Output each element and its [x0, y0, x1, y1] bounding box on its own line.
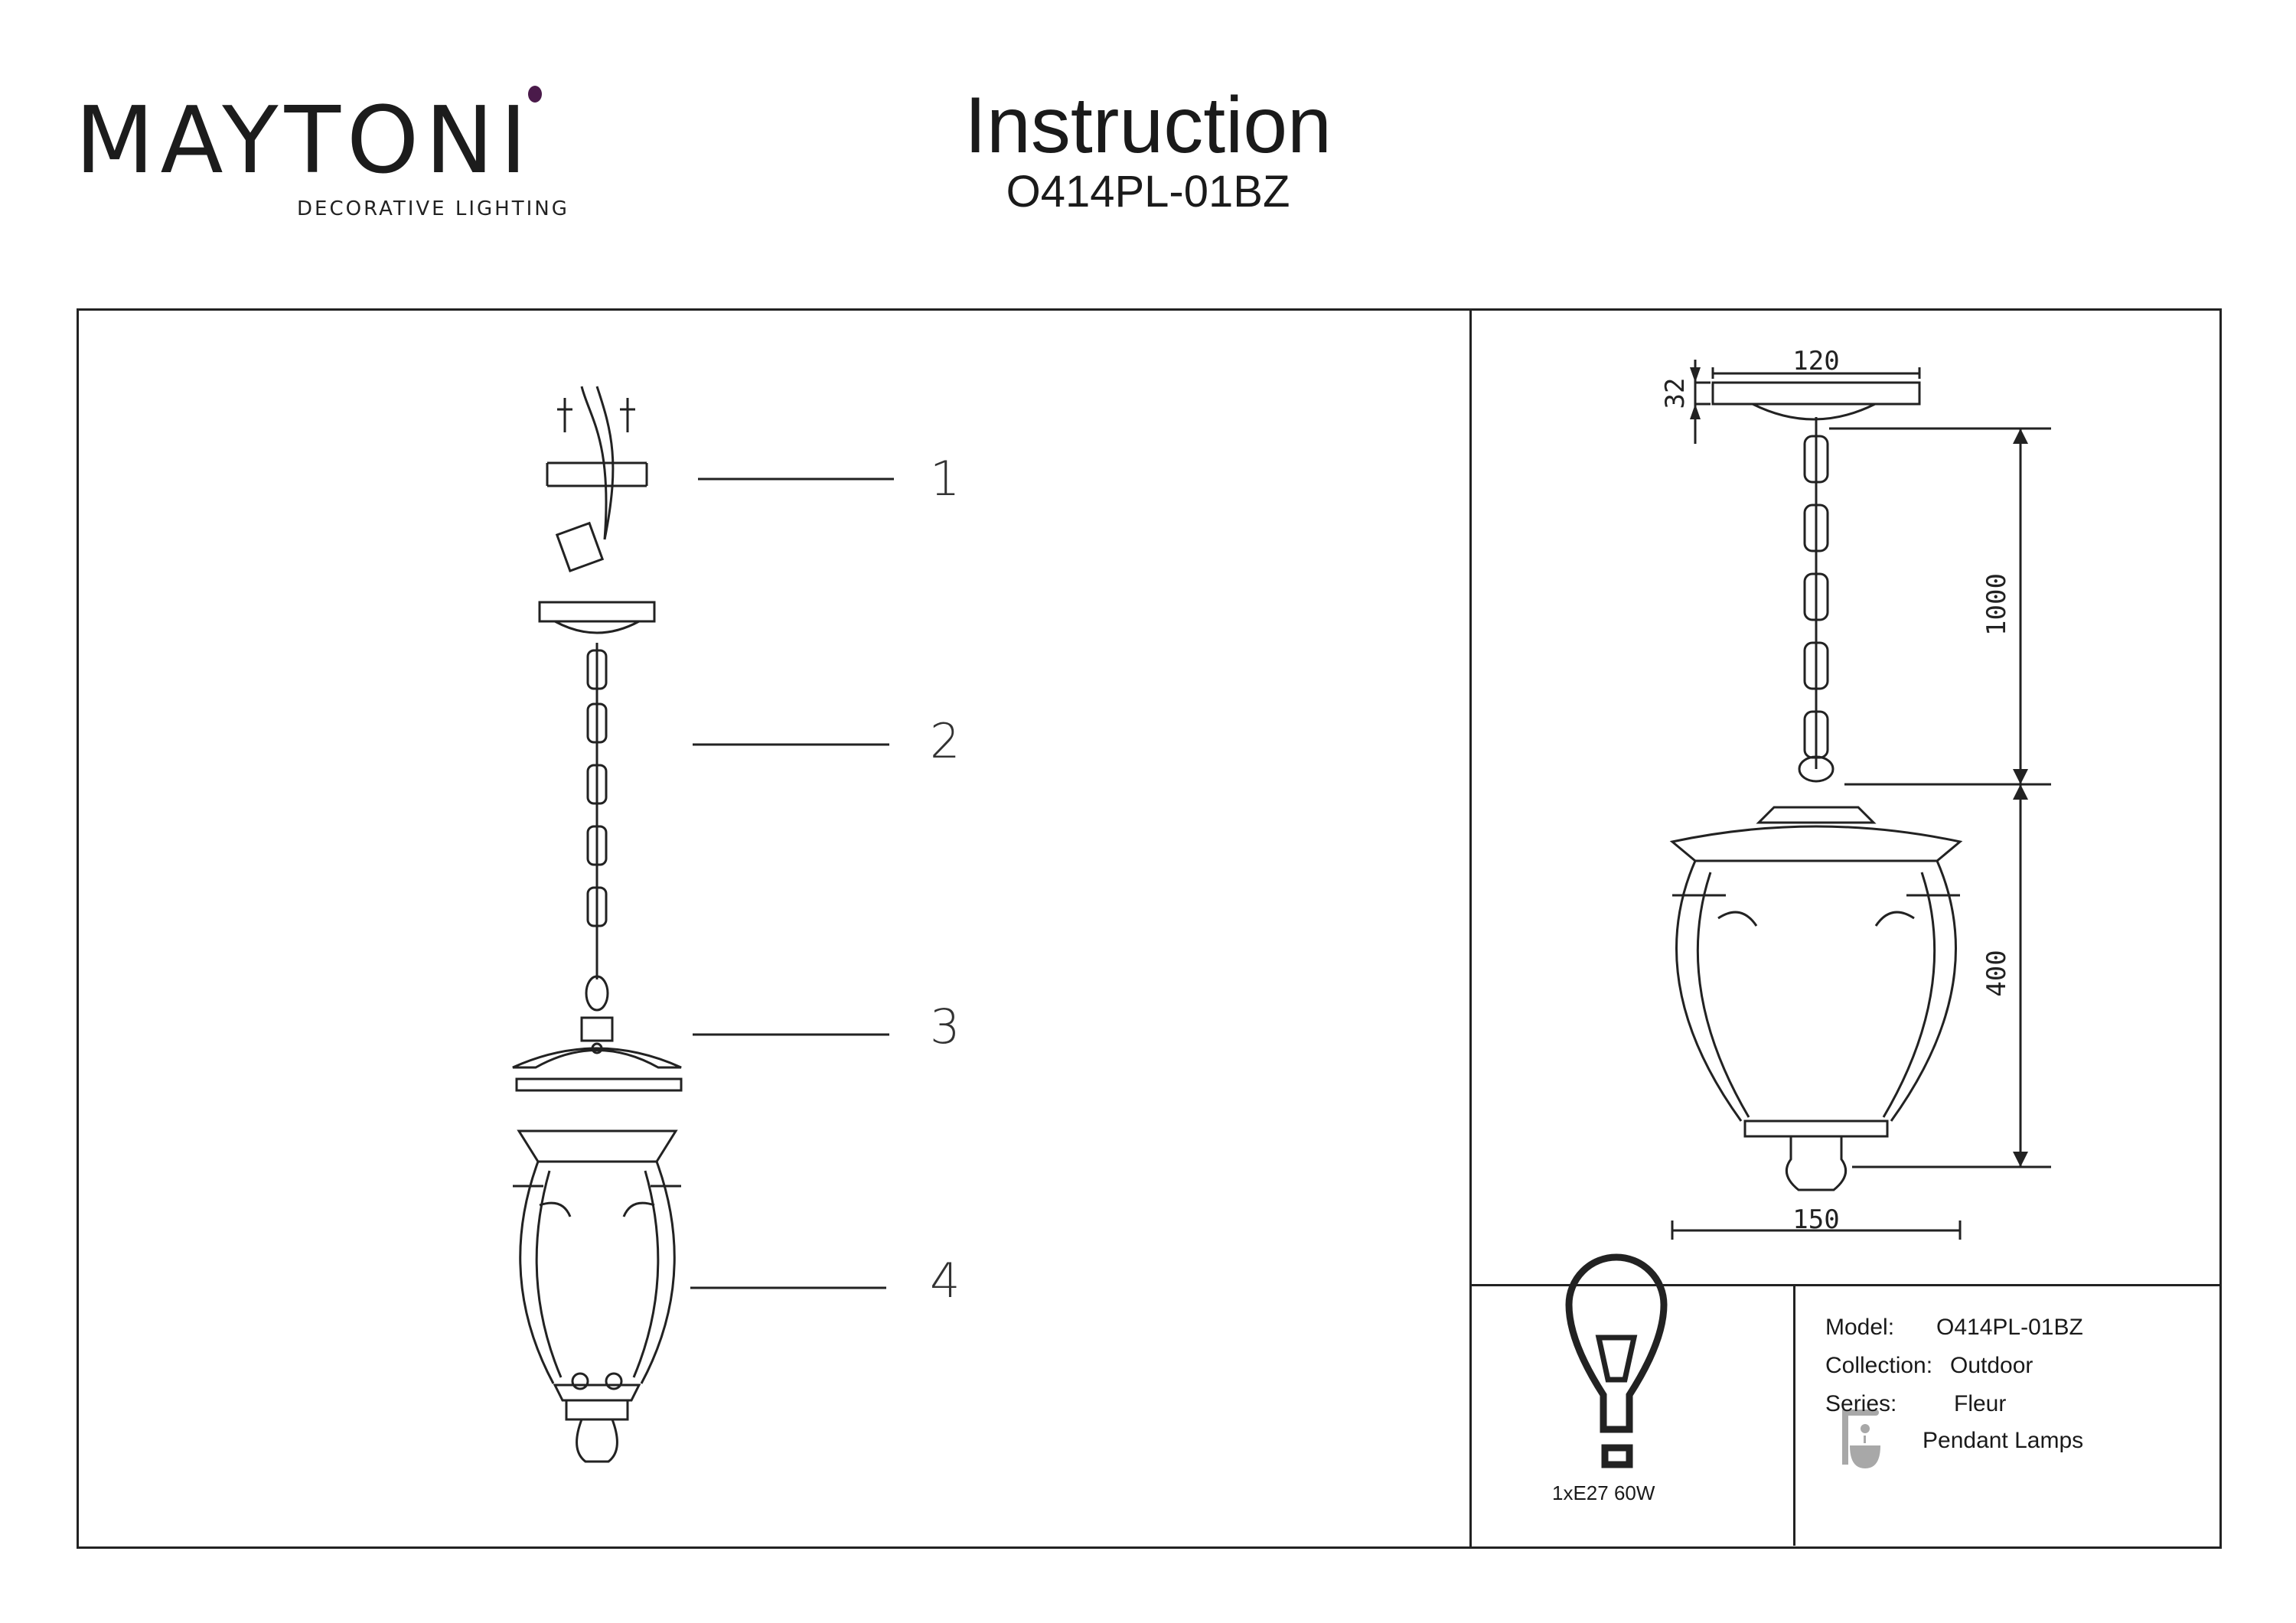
collection-value: Outdoor	[1950, 1353, 2033, 1378]
model-number: O414PL-01BZ	[1006, 167, 1290, 217]
divider	[1469, 1284, 2219, 1286]
lamp-body-drawing	[513, 1129, 681, 1463]
dim-canopy-height: 32	[1660, 378, 1691, 409]
part-number-1: 1	[930, 451, 960, 507]
dim-canopy-width: 120	[1792, 346, 1839, 376]
dimension-drawing	[1669, 360, 2051, 1240]
series-label: Series:	[1825, 1391, 1897, 1416]
bulb-spec: 1xE27 60W	[1552, 1481, 1655, 1504]
brand-logo: MAYTONI	[75, 88, 533, 194]
dim-lamp-height: 400	[1981, 950, 2012, 996]
brand-logo-dot	[528, 86, 542, 103]
divider	[1793, 1284, 1795, 1546]
type-value: Pendant Lamps	[1923, 1428, 2084, 1453]
collection-label: Collection:	[1825, 1353, 1933, 1378]
part-number-4: 4	[930, 1253, 960, 1309]
mounting-kit-drawing	[546, 386, 648, 572]
model-value: O414PL-01BZ	[1936, 1315, 2083, 1340]
dim-chain-length: 1000	[1981, 573, 2012, 636]
dim-lamp-width: 150	[1792, 1204, 1839, 1235]
pendant-lamp-icon	[1842, 1410, 1880, 1468]
series-value: Fleur	[1954, 1391, 2007, 1416]
canopy-chain-drawing	[538, 601, 656, 1012]
part-number-3: 3	[930, 999, 960, 1054]
drawing-frame	[77, 308, 2222, 1549]
divider	[1469, 308, 1472, 1546]
brand-tagline: DECORATIVE LIGHTING	[297, 197, 569, 220]
light-bulb-icon	[1565, 1253, 1668, 1468]
part-number-2: 2	[930, 713, 960, 769]
page-title: Instruction	[964, 81, 1332, 170]
lamp-top-drawing	[512, 1016, 683, 1092]
model-label: Model:	[1825, 1315, 1895, 1340]
